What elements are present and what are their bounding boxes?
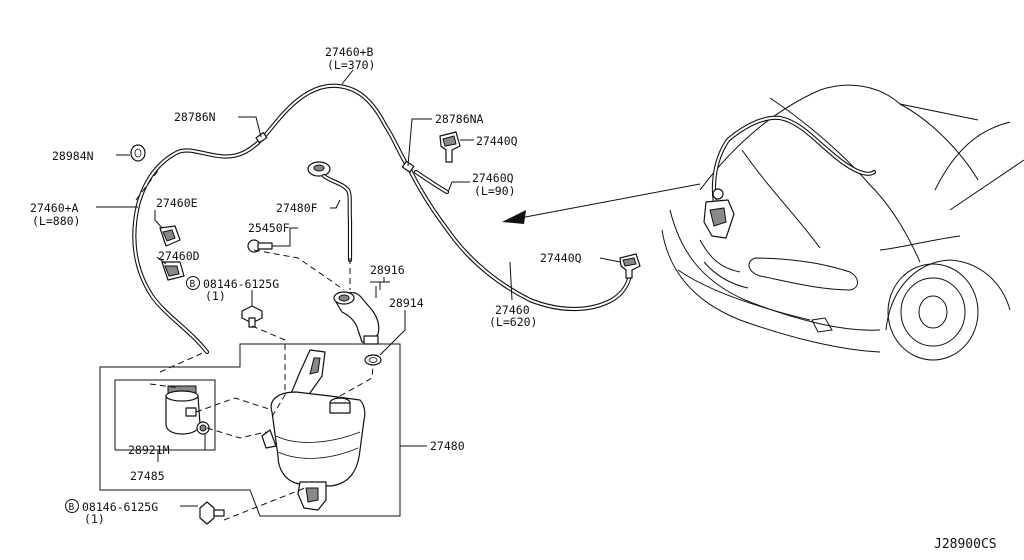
label-hose-b: 27460+B	[325, 45, 374, 59]
label-bolt-top: 08146-6125G	[203, 277, 279, 291]
label-motor-pump: 28921M	[128, 443, 170, 457]
grommet-part	[130, 144, 146, 162]
label-hose-a-length: (L=880)	[32, 214, 80, 228]
label-grommet: 28984N	[52, 149, 94, 163]
bolt-bottom	[199, 501, 225, 525]
washer-tank-27480	[261, 349, 366, 511]
joint-28786na	[401, 160, 415, 173]
label-bolt-bottom: 08146-6125G	[82, 500, 158, 514]
filler-tube-28916	[333, 291, 380, 345]
label-hose-q: 27460Q	[472, 171, 514, 185]
label-hose-main: 27460	[495, 303, 530, 317]
label-hose-q-length: (L=90)	[474, 184, 516, 198]
clip-27460e	[159, 225, 181, 247]
label-bolt-bottom-qty: (1)	[84, 512, 105, 526]
washer-nozzle-right	[619, 253, 641, 279]
cap-25450f	[247, 239, 273, 253]
seal-ring-28914	[364, 354, 382, 366]
label-seal: 28914	[389, 296, 424, 310]
label-filler: 28916	[370, 263, 405, 277]
label-pump-assy: 27485	[130, 469, 165, 483]
label-bolt-marker-top: B	[190, 279, 196, 290]
label-tank: 27480	[430, 439, 465, 453]
clip-27460d	[161, 261, 185, 281]
washer-nozzle-top	[439, 131, 461, 163]
label-nozzle-top: 27440Q	[476, 134, 518, 148]
diagram-code: J28900CS	[934, 537, 997, 552]
bolt-marker-bottom	[65, 499, 79, 513]
label-bolt-marker-bottom: B	[69, 502, 75, 513]
filler-neck-27480f	[307, 161, 353, 263]
joint-28786n	[255, 132, 268, 144]
vehicle-front-view	[502, 84, 1024, 361]
label-hose-a: 27460+A	[30, 201, 79, 215]
label-nozzle-right: 27440Q	[540, 251, 582, 265]
label-joint-28786n: 28786N	[174, 110, 216, 124]
washer-hose-network	[132, 83, 633, 355]
leader-lines	[96, 69, 621, 507]
label-clip-d: 27460D	[158, 249, 200, 263]
label-joint-28786na: 28786NA	[435, 112, 484, 126]
label-bolt-top-qty: (1)	[205, 289, 226, 303]
dashed-assembly-lines	[135, 167, 374, 521]
label-hose-b-length: (L=370)	[327, 58, 375, 72]
bolt-top	[241, 305, 263, 328]
label-hose-main-length: (L=620)	[489, 315, 537, 329]
label-cap: 25450F	[248, 221, 290, 235]
washer-motor-pump-28921m	[165, 385, 210, 435]
label-clip-e: 27460E	[156, 196, 198, 210]
bolt-marker-top	[186, 276, 200, 290]
part-labels: 27460+B (L=370) 28786N 28786NA 27440Q 27…	[30, 45, 997, 552]
label-neck: 27480F	[276, 201, 318, 215]
